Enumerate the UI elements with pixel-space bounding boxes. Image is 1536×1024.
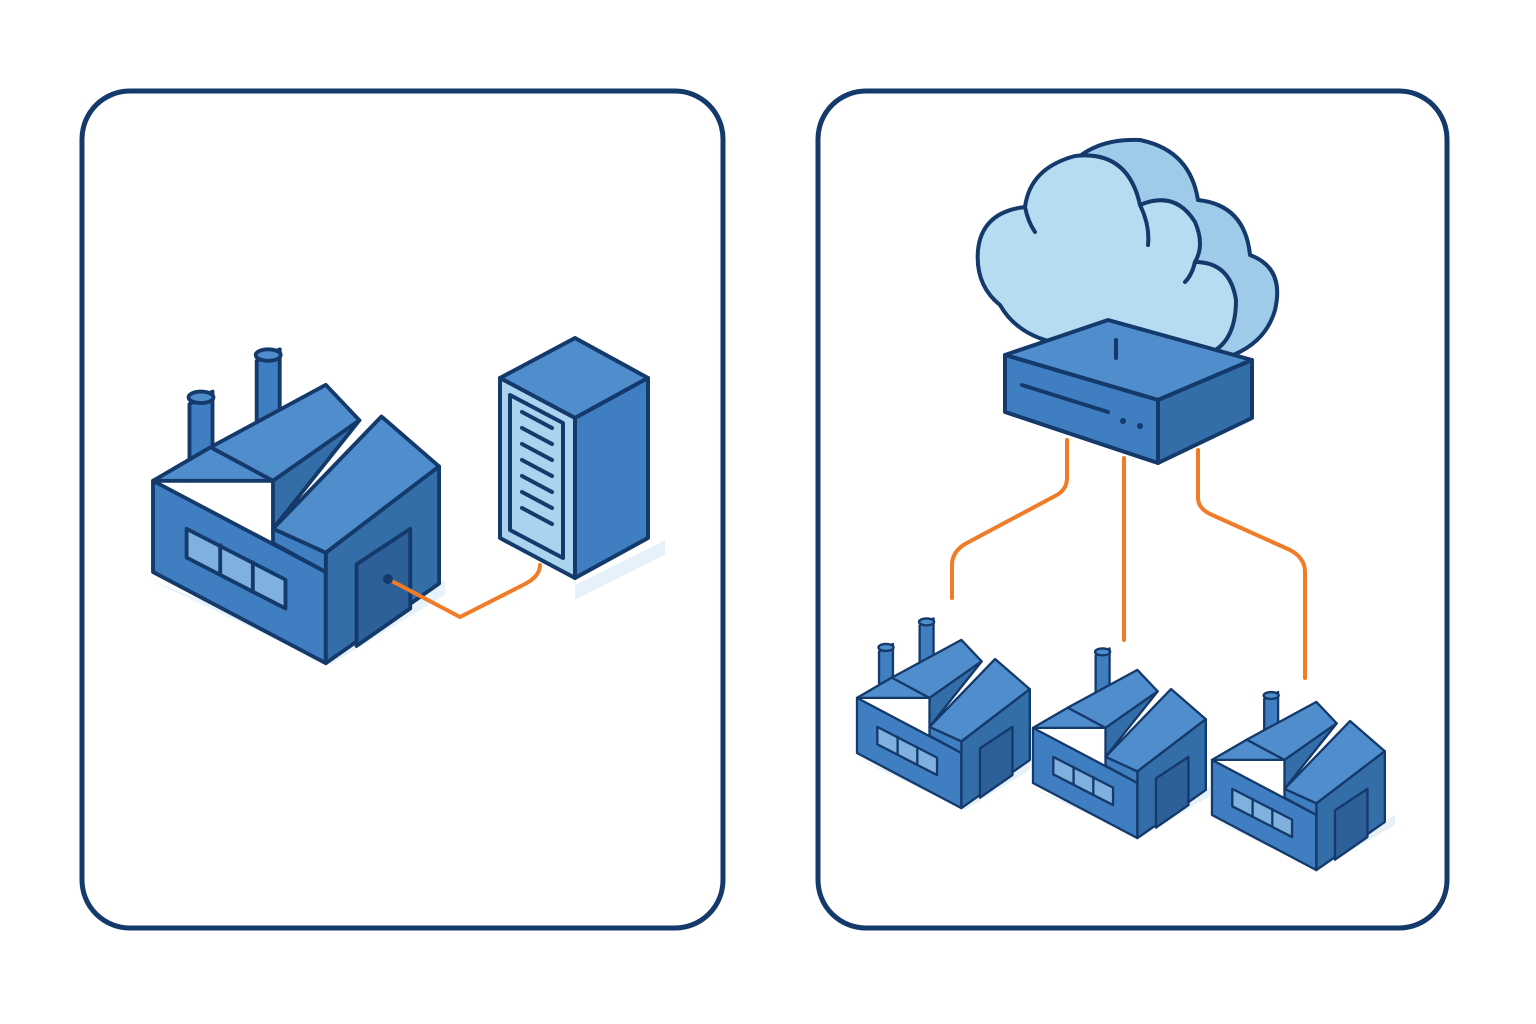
panel-on-premises (79, 88, 726, 931)
gateway-device-icon (1003, 318, 1254, 465)
factory-icon (1031, 647, 1207, 840)
connection-line-3 (1196, 448, 1307, 680)
factory-icon (855, 617, 1031, 810)
panel-cloud (815, 88, 1450, 931)
connection-line (386, 563, 542, 619)
factory-icon (151, 347, 442, 666)
cloud-icon (975, 137, 1280, 360)
server-rack-icon (498, 336, 650, 580)
connection-line-1 (950, 438, 1069, 600)
connection-port (383, 574, 393, 584)
factory-icon (1210, 690, 1386, 872)
